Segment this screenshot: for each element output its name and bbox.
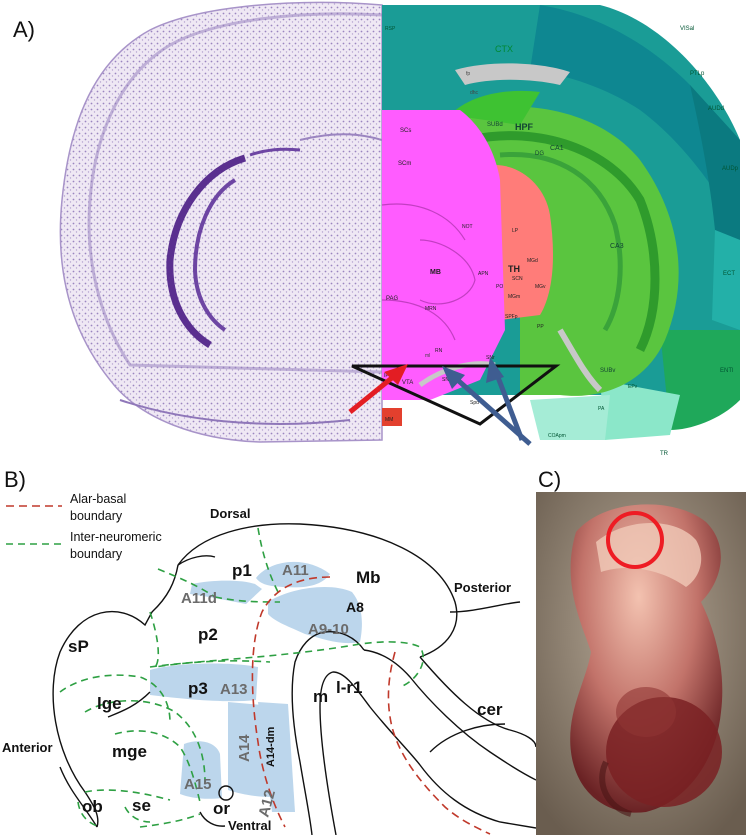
atlas-label-rn: RN: [435, 348, 443, 354]
atlas-label-mrn: MRN: [425, 306, 437, 312]
atlas-label-scm: SCm: [398, 161, 411, 167]
atlas-label-subv: SUBv: [600, 368, 615, 374]
atlas-label-ml: ml: [425, 353, 430, 359]
atlas-label-rsp: RSP: [385, 26, 396, 32]
region-mb: Mb: [356, 568, 381, 587]
panel-a-svg: CTX HPF CA1 CA3 DG SUBd SUBv MB TH VTA S…: [0, 0, 746, 462]
atlas-label-visal: VISal: [680, 26, 694, 32]
atlas-label-ca3: CA3: [610, 243, 624, 250]
atlas-label-pa: PA: [598, 406, 605, 412]
panel-c-letter: C): [538, 467, 561, 492]
panel-a-coronal-section: CTX HPF CA1 CA3 DG SUBd SUBv MB TH VTA S…: [0, 0, 746, 462]
region-p1: p1: [232, 561, 252, 580]
region-p3: p3: [188, 679, 208, 698]
atlas-label-ptlp: PTLp: [690, 71, 705, 77]
direction-posterior: Posterior: [454, 580, 511, 595]
atlas-label-mb: MB: [430, 269, 441, 276]
atlas-label-fp: fp: [466, 71, 470, 77]
legend-alar-basal-label: Alar-basal: [70, 492, 126, 506]
panel-b-neuromere-diagram: Alar-basal boundary Inter-neuromeric bou…: [0, 462, 536, 835]
atlas-label-mgm: MGm: [508, 294, 520, 300]
legend-alar-basal-label-2: boundary: [70, 509, 123, 523]
region-p2: p2: [198, 625, 218, 644]
nucleus-a13: A13: [220, 681, 248, 698]
embryo: [570, 504, 722, 814]
atlas-label-apn: APN: [478, 271, 489, 277]
nucleus-a8: A8: [346, 599, 364, 615]
atlas-label-ent: ENTl: [720, 368, 733, 374]
atlas-label-spfp: SPFp: [505, 314, 518, 320]
nissl-hemisphere: [60, 2, 382, 442]
atlas-label-mgd: MGd: [527, 258, 538, 264]
direction-ventral: Ventral: [228, 818, 271, 833]
nucleus-a9-10: A9-10: [308, 621, 349, 638]
atlas-label-subd: SUBd: [487, 122, 503, 128]
atlas-label-epv: EPv: [628, 384, 638, 390]
atlas-hemisphere: CTX HPF CA1 CA3 DG SUBd SUBv MB TH VTA S…: [382, 5, 740, 457]
panel-c-embryo-photo: C): [536, 462, 746, 835]
atlas-label-hpf: HPF: [515, 122, 534, 132]
region-mge: mge: [112, 742, 147, 761]
region-m: m: [313, 687, 328, 706]
atlas-label-lp: LP: [512, 228, 519, 234]
atlas-label-not: NOT: [462, 224, 473, 230]
nucleus-a15: A15: [184, 776, 212, 793]
region-lge: lge: [97, 694, 122, 713]
region-ob: ob: [82, 797, 103, 816]
atlas-label-mm: MM: [385, 417, 393, 423]
atlas-label-vta: VTA: [402, 380, 413, 386]
region-se: se: [132, 796, 151, 815]
atlas-label-audd: AUDd: [708, 106, 724, 112]
nucleus-a14-dm: A14-dm: [265, 726, 277, 767]
atlas-label-audp: AUDp: [722, 166, 739, 172]
direction-anterior: Anterior: [2, 740, 53, 755]
region-or: or: [213, 799, 230, 818]
legend-interneuromeric-label: Inter-neuromeric: [70, 530, 162, 544]
panel-b-svg: Alar-basal boundary Inter-neuromeric bou…: [0, 462, 536, 835]
legend: Alar-basal boundary Inter-neuromeric bou…: [6, 492, 162, 561]
atlas-label-scs: SCs: [400, 128, 411, 134]
region-lr1: l-r1: [336, 678, 362, 697]
atlas-label-coapm: COApm: [548, 433, 566, 439]
region-cer: cer: [477, 700, 503, 719]
atlas-label-th: TH: [508, 264, 520, 274]
panel-c-svg: C): [536, 462, 746, 835]
atlas-label-mgv: MGv: [535, 284, 546, 290]
nucleus-a11: A11: [282, 562, 309, 579]
panel-a-letter: A): [13, 17, 35, 42]
nucleus-a14: A14: [236, 734, 253, 762]
legend-interneuromeric-label-2: boundary: [70, 547, 123, 561]
atlas-label-dhc: dhc: [470, 90, 479, 96]
atlas-label-ctx: CTX: [495, 44, 513, 54]
atlas-label-dg: DG: [535, 151, 544, 157]
atlas-label-ect: ECT: [723, 271, 735, 277]
atlas-label-tr: TR: [660, 451, 669, 457]
atlas-label-pp: PP: [537, 324, 544, 330]
panel-b-letter: B): [4, 467, 26, 492]
nucleus-a11d: A11d: [181, 590, 217, 607]
direction-dorsal: Dorsal: [210, 506, 250, 521]
atlas-label-po: PO: [496, 284, 503, 290]
atlas-label-pag: PAG: [386, 296, 399, 302]
atlas-label-ca1: CA1: [550, 145, 564, 152]
atlas-label-scn: SCN: [512, 276, 523, 282]
region-sp: sP: [68, 637, 89, 656]
